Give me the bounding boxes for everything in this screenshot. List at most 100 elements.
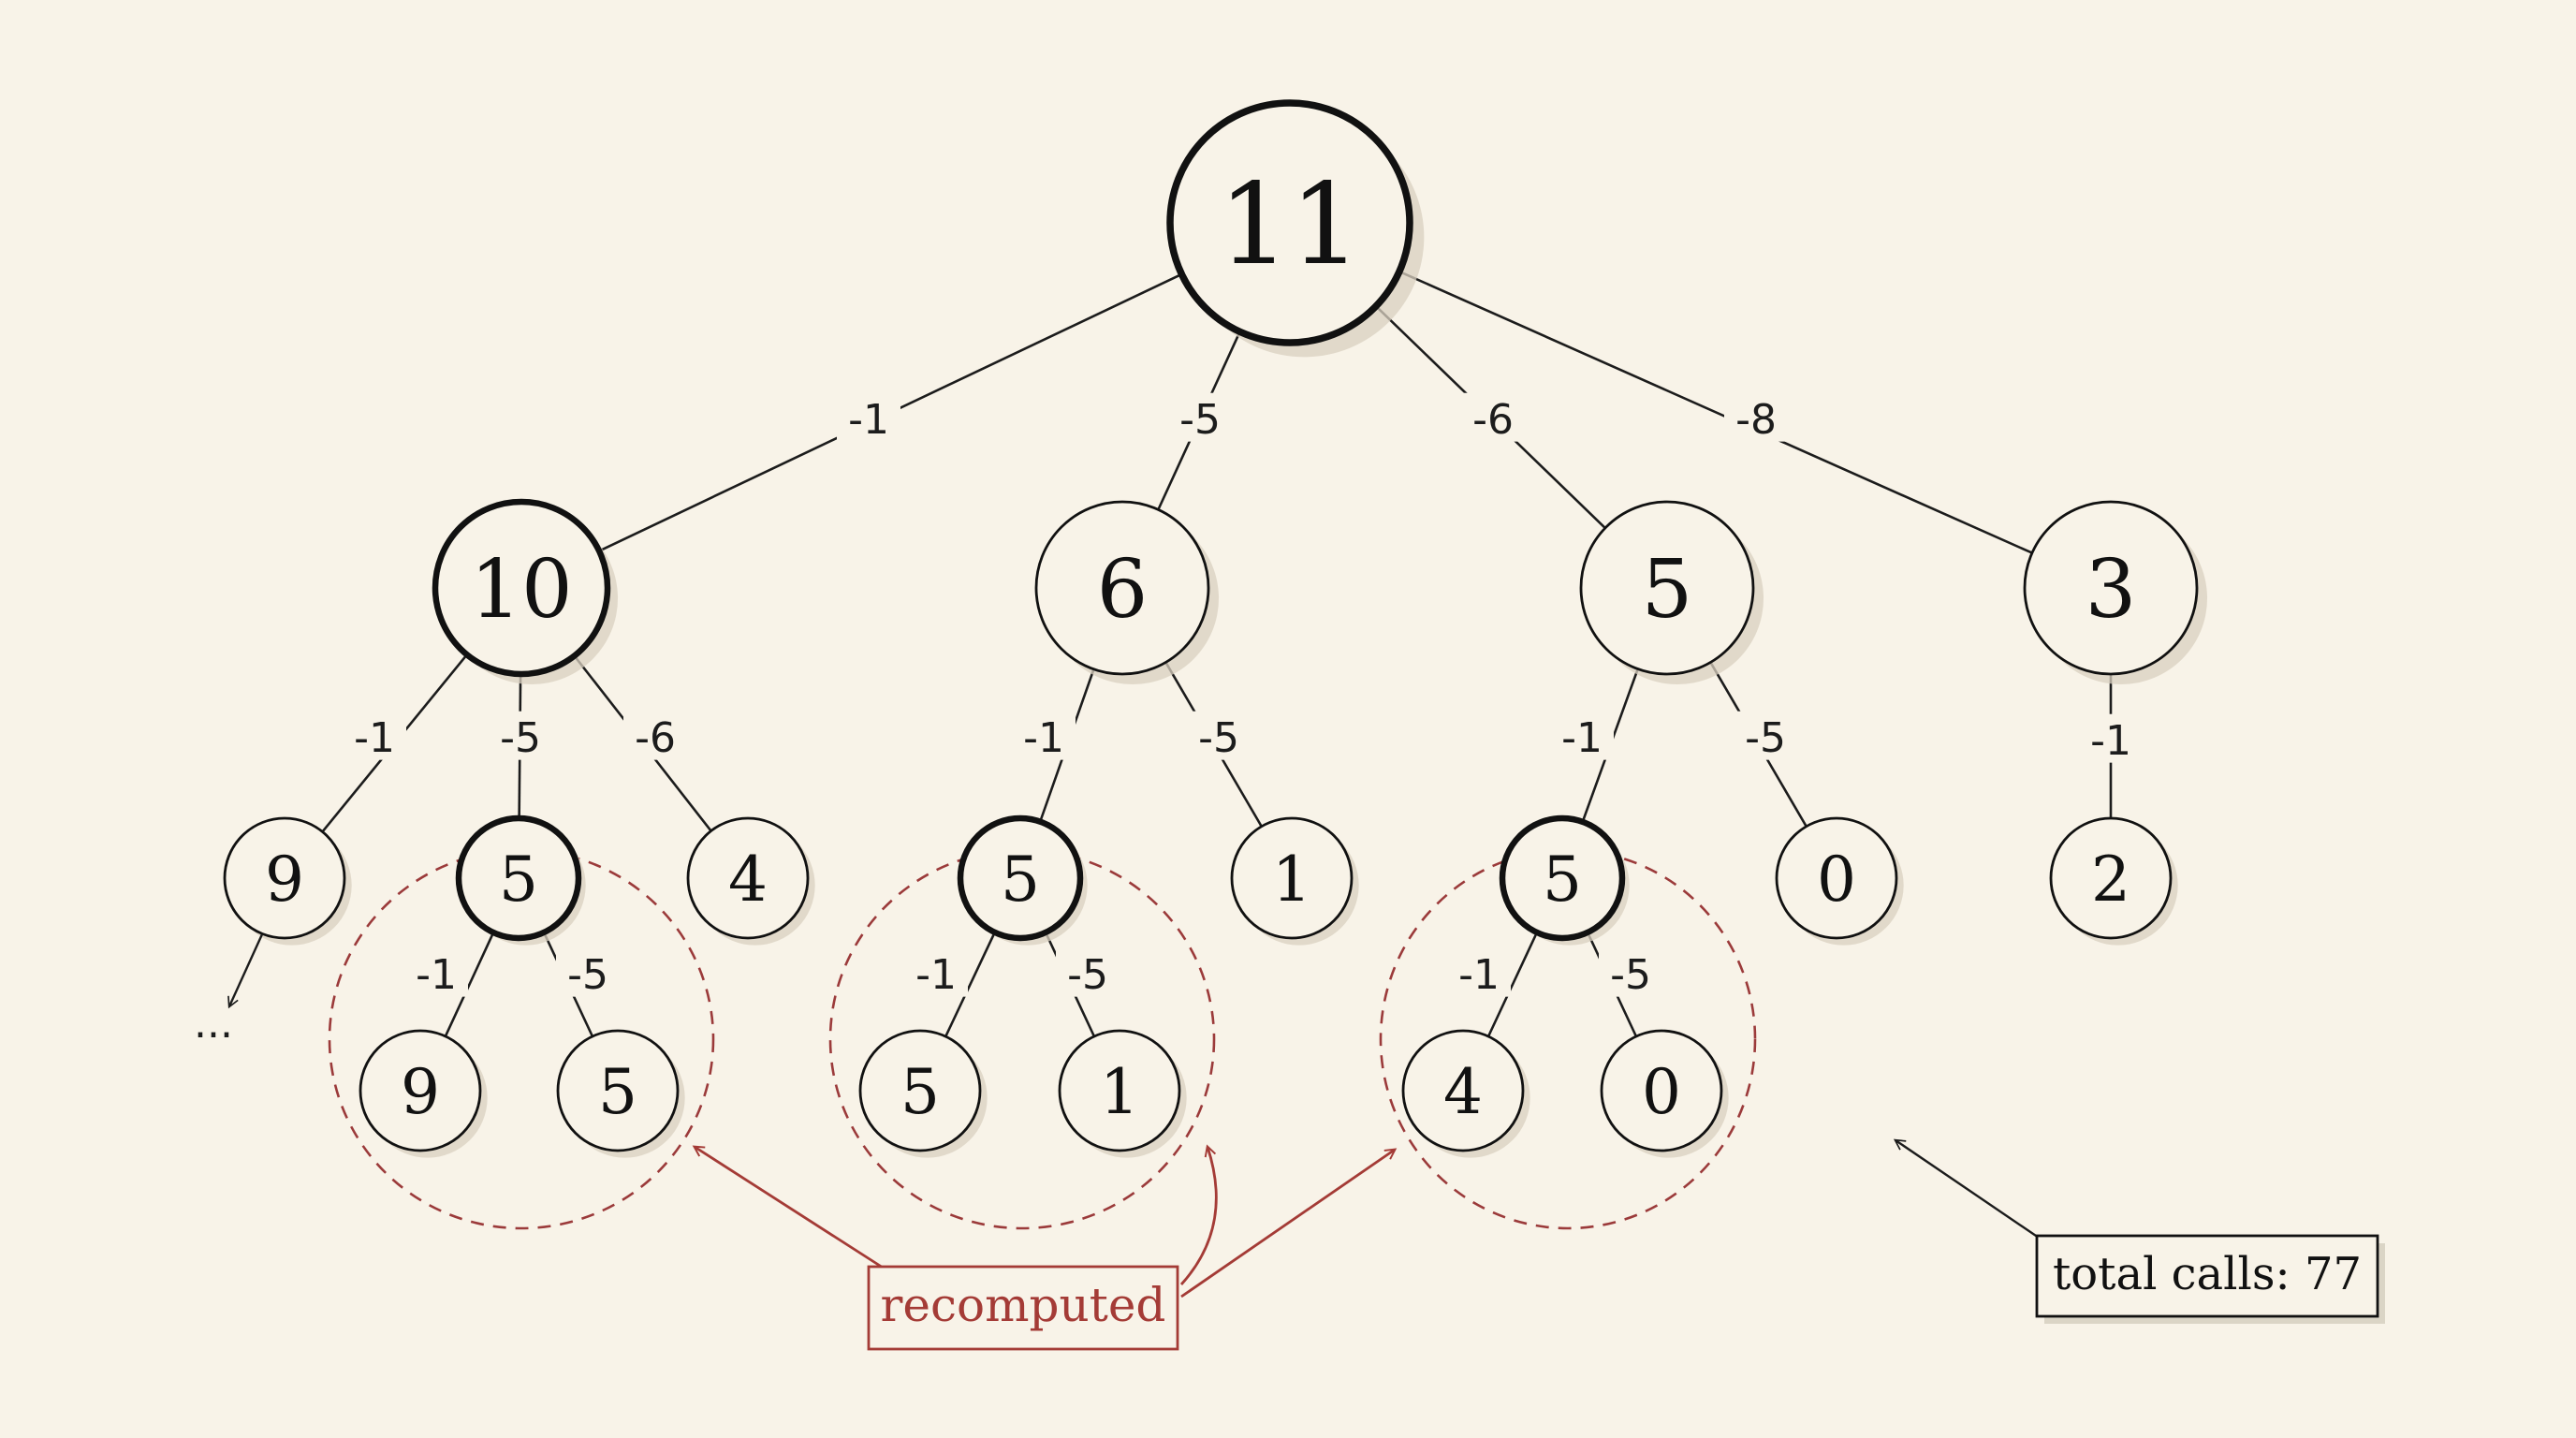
node-circle bbox=[1579, 500, 1755, 676]
node-value: 5 bbox=[900, 1056, 940, 1128]
edge-label: -5 bbox=[500, 714, 541, 762]
tree-edge bbox=[1486, 932, 1539, 1037]
edge-label-background bbox=[1550, 711, 1614, 760]
edge-label: -5 bbox=[1198, 714, 1239, 762]
edge-label-background bbox=[623, 711, 687, 760]
node-value: 1 bbox=[1100, 1056, 1139, 1128]
node-circle bbox=[1230, 816, 1354, 940]
node-circle bbox=[455, 814, 582, 942]
recomputed-box bbox=[867, 1265, 1179, 1351]
tree-node: 3 bbox=[2023, 500, 2208, 685]
recomputed-group-2 bbox=[828, 848, 1216, 1230]
edge-label-background bbox=[343, 711, 406, 760]
tree-node: 1 bbox=[1058, 1029, 1187, 1158]
recomputed-group-1 bbox=[328, 848, 715, 1230]
node-circle bbox=[556, 1029, 680, 1152]
node-value: 6 bbox=[1097, 543, 1149, 637]
node-circle bbox=[2023, 500, 2199, 676]
edge-label-background bbox=[1447, 947, 1511, 997]
total-calls-annotation: total calls: 77 bbox=[1893, 1138, 2385, 1324]
edge-label: -5 bbox=[1610, 951, 1651, 999]
edge-label: -5 bbox=[567, 951, 608, 999]
recomputed-label: recomputed bbox=[881, 1278, 1166, 1332]
node-circle bbox=[1034, 500, 1210, 676]
edge-label: -1 bbox=[915, 951, 957, 999]
node-value: 5 bbox=[1543, 844, 1582, 916]
node-circle bbox=[858, 1029, 982, 1152]
total-calls-arrow-icon bbox=[1893, 1138, 2040, 1239]
tree-node: 5 bbox=[455, 814, 586, 946]
tree-node: 2 bbox=[2049, 816, 2178, 946]
node-value: 3 bbox=[2086, 543, 2137, 637]
node-circle bbox=[432, 498, 611, 678]
recomputed-arrow-right-icon bbox=[1180, 1148, 1398, 1299]
tree-node: 5 bbox=[957, 814, 1088, 946]
node-value: 1 bbox=[1272, 844, 1311, 916]
tree-edges: -1-5-6-8-1-5-6-1-5-1-5-1-1-5-1-5-1-5 bbox=[321, 270, 2143, 1037]
node-value: 9 bbox=[265, 844, 304, 916]
tree-edge bbox=[944, 932, 996, 1037]
edge-label-background bbox=[1187, 711, 1251, 760]
tree-node: 5 bbox=[1499, 814, 1630, 946]
node-circle bbox=[1775, 816, 1898, 940]
edge-label-background bbox=[1734, 711, 1797, 760]
edge-label: -1 bbox=[848, 396, 889, 444]
tree-node: 1 bbox=[1230, 816, 1359, 946]
edge-label: -8 bbox=[1735, 396, 1777, 444]
node-value: 0 bbox=[1642, 1056, 1681, 1128]
edge-label-background bbox=[556, 947, 620, 997]
tree-node: 5 bbox=[858, 1029, 988, 1158]
continuation-marker: ... bbox=[194, 933, 264, 1048]
node-value: 5 bbox=[598, 1056, 637, 1128]
recomputed-annotation: recomputed bbox=[692, 1144, 1398, 1351]
edge-label: -1 bbox=[354, 714, 395, 762]
node-circle bbox=[1600, 1029, 1723, 1152]
tree-node: 11 bbox=[1166, 99, 1425, 358]
edge-label-background bbox=[489, 711, 552, 760]
edge-label-background bbox=[1461, 392, 1525, 442]
edge-label: -5 bbox=[1179, 396, 1221, 444]
node-circle bbox=[1058, 1029, 1181, 1152]
total-calls-box bbox=[2035, 1234, 2379, 1318]
tree-node: 5 bbox=[1579, 500, 1764, 685]
node-circle bbox=[2049, 816, 2173, 940]
tree-node: 4 bbox=[686, 816, 815, 946]
edge-label-background bbox=[404, 947, 468, 997]
node-circle bbox=[1401, 1029, 1525, 1152]
edge-label: -6 bbox=[1472, 396, 1514, 444]
tree-node: 0 bbox=[1775, 816, 1904, 946]
edge-label-background bbox=[1599, 947, 1662, 997]
edge-label-background bbox=[837, 392, 900, 442]
node-value: 11 bbox=[1219, 160, 1362, 290]
tree-node: 9 bbox=[223, 816, 352, 946]
tree-edge bbox=[444, 932, 495, 1037]
edge-label: -1 bbox=[1023, 714, 1064, 762]
tree-edge bbox=[1398, 270, 2033, 554]
node-circle bbox=[1499, 814, 1626, 942]
node-value: 5 bbox=[1642, 543, 1693, 637]
edge-label: -1 bbox=[1561, 714, 1603, 762]
edge-label: -1 bbox=[2090, 717, 2131, 765]
node-circle bbox=[957, 814, 1084, 942]
node-circle bbox=[223, 816, 346, 940]
node-circle bbox=[686, 816, 810, 940]
recomputed-arrow-left-icon bbox=[692, 1145, 904, 1283]
node-circle bbox=[359, 1029, 482, 1152]
edge-label-background bbox=[904, 947, 968, 997]
node-value: 5 bbox=[1001, 844, 1040, 916]
edge-label: -5 bbox=[1745, 714, 1786, 762]
edge-label: -1 bbox=[1458, 951, 1500, 999]
node-value: 5 bbox=[499, 844, 538, 916]
tree-node: 4 bbox=[1401, 1029, 1530, 1158]
tree-node: 0 bbox=[1600, 1029, 1729, 1158]
tree-node: 5 bbox=[556, 1029, 685, 1158]
total-calls-label: total calls: 77 bbox=[2053, 1248, 2362, 1300]
node-value: 2 bbox=[2091, 844, 2130, 916]
edge-label-background bbox=[1724, 392, 1788, 442]
recomputed-arrow-middle-icon bbox=[1179, 1144, 1218, 1285]
tree-node: 10 bbox=[432, 498, 619, 685]
node-circle bbox=[1166, 99, 1413, 346]
